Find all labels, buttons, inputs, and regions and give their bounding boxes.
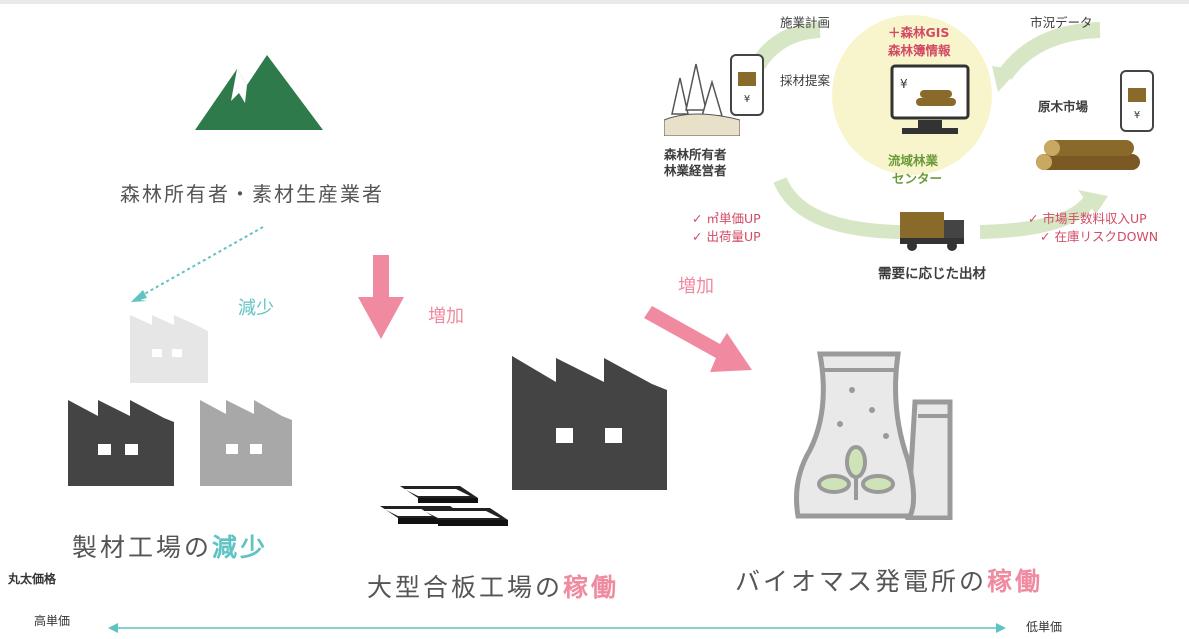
plywood-stack-icon bbox=[380, 486, 508, 526]
increase-arrow-diagonal bbox=[644, 306, 752, 372]
inset-market-data-label: 市況データ bbox=[1030, 15, 1093, 30]
inset-owner-label-2: 林業経営者 bbox=[664, 163, 727, 178]
inset-registry-label: 森林簿情報 bbox=[888, 43, 951, 58]
sawmill-label: 製材工場の減少 bbox=[72, 533, 269, 562]
top-divider bbox=[0, 0, 1189, 4]
inset-proposal-label: 採材提案 bbox=[780, 73, 831, 88]
price-low-label: 低単価 bbox=[1026, 620, 1063, 634]
decrease-arrow bbox=[131, 226, 264, 302]
smartphone-icon: ¥ bbox=[730, 54, 764, 116]
inset-flow-diagram: ¥ ¥ ¥ 施業計画 ＋森林GIS 森林簿情報 市況データ 採材提案 原木市場 … bbox=[640, 0, 1189, 290]
svg-text:¥: ¥ bbox=[900, 77, 908, 91]
price-scale-title: 丸太価格 bbox=[8, 572, 57, 586]
inset-center-label-2: センター bbox=[892, 171, 943, 186]
svg-text:¥: ¥ bbox=[1134, 110, 1140, 121]
svg-text:¥: ¥ bbox=[744, 94, 750, 105]
increase-label-right: 増加 bbox=[678, 276, 714, 297]
inset-owner-label-1: 森林所有者 bbox=[664, 147, 727, 162]
factory-icon bbox=[68, 400, 174, 486]
increase-label-center: 増加 bbox=[428, 306, 464, 327]
decrease-label: 減少 bbox=[238, 298, 274, 319]
inset-benefit-right-1: ✓ 市場手数料収入UP bbox=[1028, 211, 1147, 226]
inset-plan-label: 施業計画 bbox=[780, 15, 831, 30]
power-plant-icon bbox=[794, 351, 953, 520]
truck-icon bbox=[900, 212, 964, 251]
forest-owner-label: 森林所有者・素材生産業者 bbox=[120, 182, 384, 206]
factory-icon bbox=[200, 400, 292, 486]
increase-arrow-down bbox=[358, 255, 404, 339]
factory-icon bbox=[130, 315, 208, 383]
forest-icon bbox=[664, 63, 740, 136]
inset-gis-label: ＋森林GIS bbox=[888, 25, 950, 40]
inset-benefit-right-2: ✓ 在庫リスクDOWN bbox=[1040, 229, 1159, 244]
price-scale-arrow bbox=[108, 623, 1006, 633]
monitor-icon: ¥ bbox=[890, 64, 970, 134]
biomass-label: バイオマス発電所の稼働 bbox=[735, 567, 1044, 596]
inset-benefit-left-1: ✓ ㎥単価UP bbox=[692, 211, 761, 226]
mountain-icon bbox=[195, 55, 323, 130]
inset-center-label-1: 流域林業 bbox=[888, 153, 939, 168]
factory-icon bbox=[512, 356, 667, 490]
inset-benefit-left-2: ✓ 出荷量UP bbox=[692, 229, 761, 244]
price-high-label: 高単価 bbox=[34, 614, 71, 628]
inset-log-market-label: 原木市場 bbox=[1038, 99, 1089, 114]
plywood-label: 大型合板工場の稼働 bbox=[367, 573, 620, 602]
log-pile-icon bbox=[1036, 140, 1140, 170]
smartphone-icon: ¥ bbox=[1120, 70, 1154, 132]
inset-shipment-label: 需要に応じた出材 bbox=[878, 266, 986, 282]
